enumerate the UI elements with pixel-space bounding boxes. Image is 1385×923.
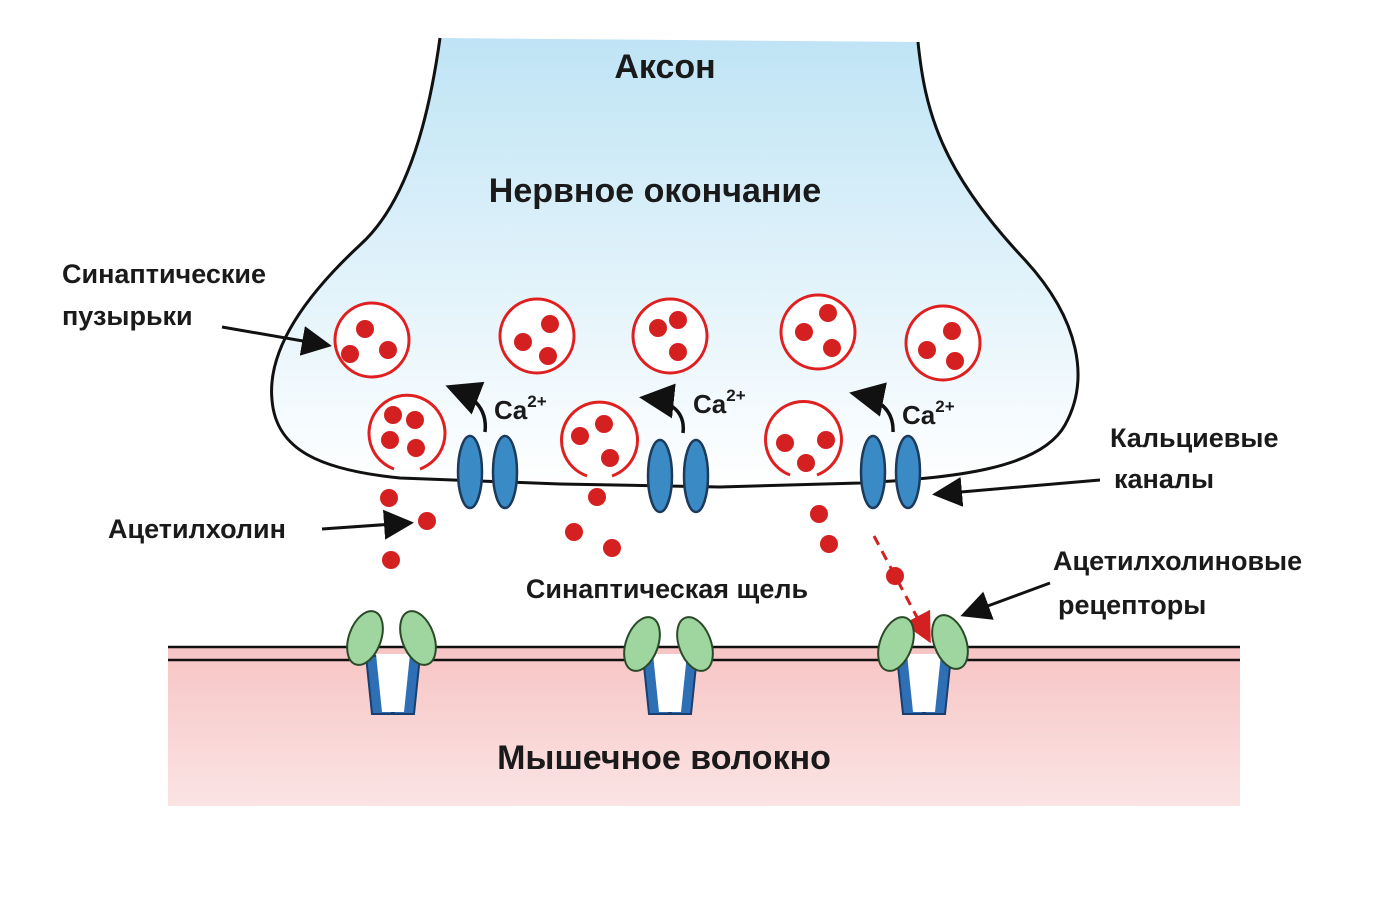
calcium-channels-label-line2: каналы: [1114, 464, 1214, 494]
ion-charge: 2+: [726, 386, 745, 405]
synaptic-cleft-label: Синаптическая щель: [526, 574, 808, 604]
fusing-vesicle: [560, 400, 639, 478]
acetylcholine-receptor: [346, 610, 437, 715]
vesicle: [333, 301, 411, 379]
calcium-channel: [646, 438, 710, 514]
calcium-channel: [456, 434, 519, 510]
vesicle: [498, 297, 576, 375]
ion-base: Ca: [693, 389, 727, 419]
calcium-influx-arrow: [445, 381, 488, 433]
acetylcholine-molecules: [380, 488, 904, 585]
diffusion-arrow: [872, 535, 931, 644]
fusing-vesicle: [367, 393, 447, 471]
vesicle: [904, 304, 982, 382]
ion-base: Ca: [494, 395, 528, 425]
vesicle: [631, 297, 709, 375]
acetylcholine-receptor: [877, 614, 969, 715]
calcium-ion-label: Ca2+: [693, 386, 746, 419]
ion-charge: 2+: [527, 392, 546, 411]
calcium-channel-pointer-arrow: [932, 476, 1101, 507]
acetylcholine-label: Ацетилхолин: [108, 514, 286, 544]
calcium-channel: [859, 434, 922, 510]
calcium-channels-label-line1: Кальциевые: [1110, 423, 1278, 453]
nerve-ending-label: Нервное окончание: [489, 172, 821, 210]
vesicle-pointer-arrow: [221, 325, 332, 356]
ach-receptors-label-line1: Ацетилхолиновые: [1053, 546, 1302, 576]
ion-base: Ca: [902, 400, 936, 430]
calcium-ion-label: Ca2+: [902, 397, 955, 430]
nerve-terminal: [271, 38, 1078, 487]
acetylcholine-receptor: [623, 616, 714, 715]
vesicles-label-line1: Синаптические: [62, 259, 266, 289]
calcium-influx-arrow: [639, 383, 685, 434]
ion-charge: 2+: [935, 397, 954, 416]
vesicles-label-line2: пузырьки: [62, 301, 193, 331]
nerve-terminal-outline: [270, 37, 1080, 489]
acetylcholine-pointer-arrow: [321, 509, 414, 540]
fusing-vesicle: [764, 399, 843, 477]
muscle-fiber-label: Мышечное волокно: [497, 739, 831, 777]
receptor-pointer-arrow: [960, 581, 1051, 620]
calcium-influx-arrow: [849, 382, 895, 433]
axon-label: Аксон: [614, 48, 715, 86]
calcium-ion-label: Ca2+: [494, 392, 547, 425]
ach-receptors-label-line2: рецепторы: [1058, 590, 1206, 620]
vesicle: [779, 293, 857, 371]
